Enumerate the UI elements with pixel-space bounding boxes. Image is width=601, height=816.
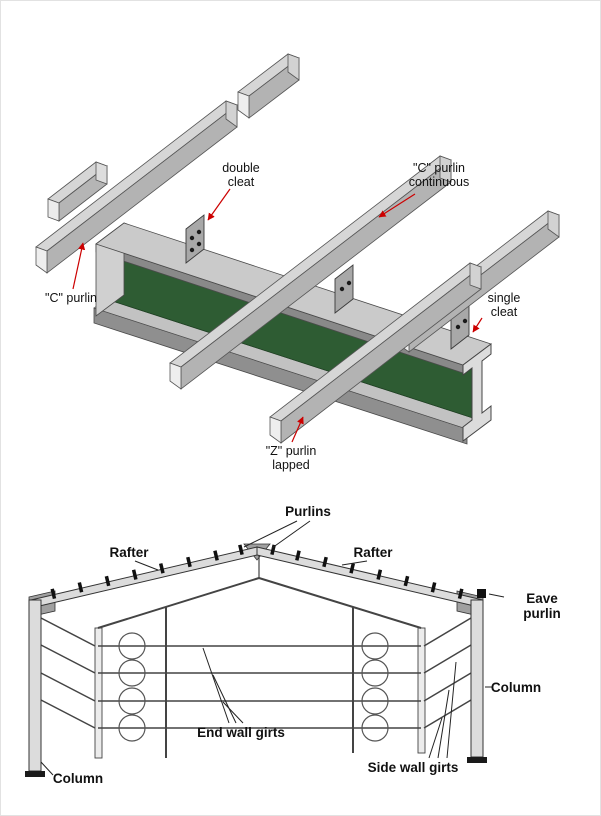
label-end-wall-girts: End wall girts bbox=[197, 725, 285, 740]
back-right-column bbox=[417, 627, 426, 754]
purlin-stub bbox=[47, 161, 108, 222]
arrow-single-cleat bbox=[472, 317, 483, 333]
bolt bbox=[462, 318, 468, 324]
side-wall-girt bbox=[423, 672, 472, 702]
label-single-cleat: single cleat bbox=[487, 291, 521, 319]
eave-purlin-block bbox=[477, 589, 486, 598]
purlin-tick bbox=[77, 582, 84, 593]
label-side-wall-girts: Side wall girts bbox=[367, 760, 459, 775]
purlin-tick bbox=[131, 569, 138, 580]
double-cleat-plate bbox=[185, 214, 205, 264]
left-column bbox=[28, 599, 42, 772]
purlin-tick bbox=[403, 575, 410, 587]
purlin-tick bbox=[238, 544, 244, 556]
bolt bbox=[196, 241, 202, 247]
girt-circle bbox=[361, 714, 389, 742]
girt-circle bbox=[361, 659, 389, 687]
girt-circle bbox=[118, 714, 146, 742]
middle-cleat-plate bbox=[334, 264, 354, 314]
arrow-double-cleat bbox=[207, 188, 231, 221]
purlin-tick bbox=[430, 582, 437, 593]
purlin-tick bbox=[186, 556, 192, 568]
bolt bbox=[189, 247, 195, 253]
purlin-tick bbox=[457, 588, 464, 600]
purlin-tick bbox=[158, 563, 165, 574]
leader-side-wall-girt bbox=[446, 661, 457, 759]
label-z-purlin-lapped: "Z" purlin lapped bbox=[265, 444, 317, 472]
beam-right-end-section bbox=[462, 343, 492, 442]
purlin-tick bbox=[322, 556, 328, 568]
girt-circle bbox=[361, 632, 389, 660]
building-frame-diagram bbox=[25, 520, 505, 777]
leader-end-wall-girt bbox=[202, 647, 230, 724]
bolt bbox=[346, 280, 352, 286]
purlin-cleat-isometric-diagram bbox=[35, 53, 560, 445]
purlin-tick bbox=[349, 563, 356, 574]
bolt bbox=[455, 324, 461, 330]
arrow-c-purlin-continuous bbox=[378, 193, 416, 218]
girt-connection-circles bbox=[118, 632, 389, 742]
leader-lines bbox=[40, 520, 505, 776]
bolt bbox=[189, 235, 195, 241]
leader-side-wall-girt bbox=[437, 689, 450, 759]
left-base-plate bbox=[25, 771, 45, 777]
bolt bbox=[196, 229, 202, 235]
purlin-tick bbox=[213, 550, 219, 561]
side-wall-girt bbox=[40, 644, 96, 674]
leader-end-wall-girt bbox=[222, 701, 244, 724]
label-column-left: Column bbox=[52, 771, 104, 786]
purlin-tick bbox=[104, 575, 111, 587]
label-eave-purlin: Eave purlin bbox=[523, 591, 561, 622]
back-left-rafter bbox=[97, 577, 260, 629]
side-wall-girt bbox=[40, 617, 96, 647]
leader-end-wall-girt bbox=[212, 674, 237, 724]
leader-purlins-left bbox=[243, 520, 298, 548]
c-purlin-top-left bbox=[35, 100, 238, 274]
label-rafter-left: Rafter bbox=[109, 545, 149, 560]
side-wall-girt bbox=[40, 699, 96, 729]
side-wall-girts bbox=[40, 617, 472, 729]
purlin-tick bbox=[295, 550, 301, 561]
leader-eave-purlin bbox=[488, 593, 505, 598]
arrow-c-purlin bbox=[72, 242, 86, 290]
leader-rafter-right bbox=[341, 560, 368, 566]
purlin-ticks bbox=[50, 544, 464, 600]
c-purlin-splice-piece bbox=[237, 53, 300, 119]
purlin-tick bbox=[376, 569, 383, 580]
back-left-column bbox=[94, 627, 103, 759]
label-column-right: Column bbox=[490, 680, 542, 695]
arrow-z-purlin-lapped bbox=[291, 416, 304, 443]
leader-rafter-left bbox=[134, 560, 159, 571]
side-wall-girt bbox=[40, 672, 96, 702]
back-frame bbox=[40, 555, 472, 759]
label-c-purlin-continuous: "C" purlin continuous bbox=[408, 161, 470, 189]
right-column bbox=[470, 599, 484, 758]
girt-circle bbox=[361, 687, 389, 715]
label-rafter-right: Rafter bbox=[353, 545, 393, 560]
back-right-rafter bbox=[258, 577, 422, 629]
girt-circle bbox=[118, 632, 146, 660]
bolt bbox=[339, 286, 345, 292]
purlin-tick bbox=[50, 588, 57, 600]
z-purlin-front-piece bbox=[269, 262, 482, 444]
girt-circle bbox=[118, 659, 146, 687]
right-base-plate bbox=[467, 757, 487, 763]
label-purlins: Purlins bbox=[285, 504, 331, 519]
side-wall-girt bbox=[423, 699, 472, 729]
label-c-purlin: "C" purlin bbox=[45, 291, 97, 305]
side-wall-girt bbox=[423, 617, 472, 647]
girt-circle bbox=[118, 687, 146, 715]
leader-side-wall-girt bbox=[428, 717, 443, 759]
end-wall-girts bbox=[98, 645, 421, 729]
side-wall-girt bbox=[423, 644, 472, 674]
label-double-cleat: double cleat bbox=[222, 161, 260, 189]
leader-column-left bbox=[40, 761, 54, 776]
leader-purlins-right bbox=[271, 520, 311, 549]
